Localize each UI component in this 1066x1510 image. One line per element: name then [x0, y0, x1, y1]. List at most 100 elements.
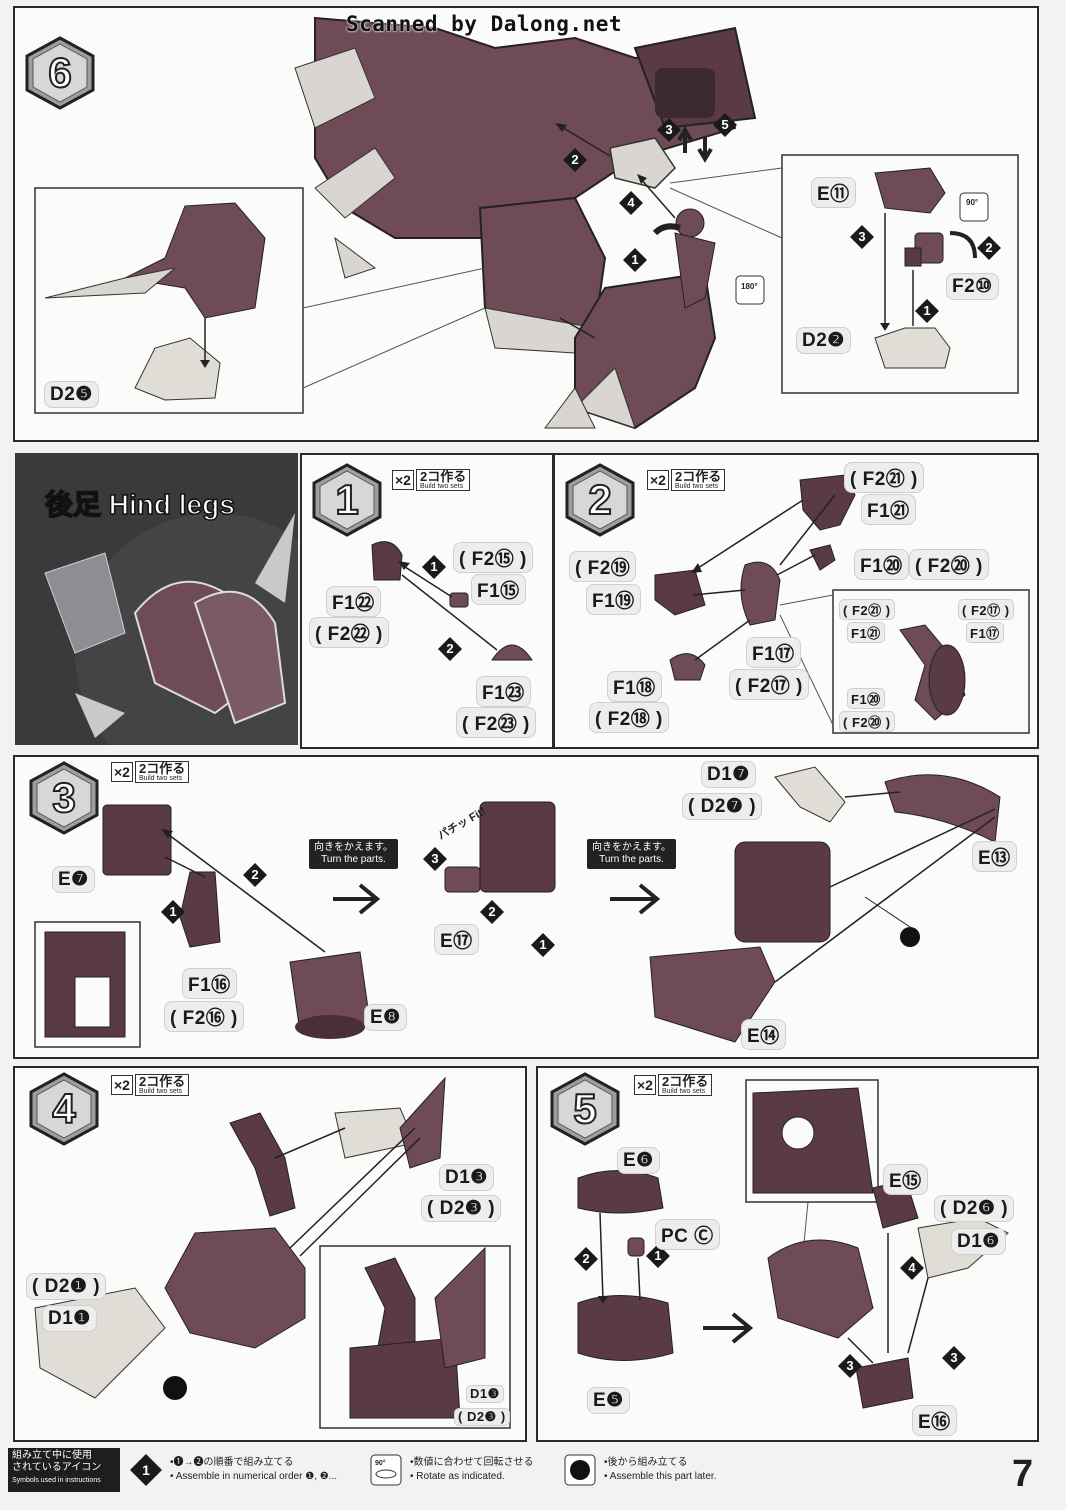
part-label-f123: F1㉓: [477, 677, 530, 706]
legend-later-jp: •後から組み立てる: [604, 1457, 688, 1468]
step-3-mid-order-3: 3: [423, 847, 447, 871]
make-two-en: Build two sets: [419, 483, 464, 490]
step-1-hex-badge: 1: [310, 463, 384, 537]
part-label-e5: E❺: [588, 1388, 629, 1413]
x2-label: ×2: [634, 1075, 656, 1095]
step-4-hex-badge: 4: [27, 1072, 101, 1146]
make-two-jp: 2コ作る: [661, 1074, 709, 1089]
part-label-d17: D1❼: [702, 762, 755, 787]
legend-title: 組み立て中に使用 されているアイコン Symbols used in instr…: [8, 1448, 120, 1492]
step-2-hex-badge: 2: [563, 463, 637, 537]
part-label-d25: D2❺: [45, 382, 98, 407]
inset-label-f220: ( F2⑳ ): [840, 712, 894, 731]
part-label-e13: E⑬: [973, 842, 1016, 871]
step-5-number: 5: [572, 1084, 597, 1133]
turn-jp: 向きをかえます。: [314, 842, 393, 853]
step-5-illustration: [577, 1079, 1009, 1409]
part-label-e7: E❼: [53, 867, 94, 892]
step-6-inset-order-3: 3: [850, 225, 874, 249]
inset-label-f221: ( F2㉑ ): [840, 600, 894, 619]
step-1-order-1: 1: [422, 555, 446, 579]
part-label-f118: F1⑱: [608, 672, 661, 701]
step-2-number: 2: [587, 475, 612, 524]
part-label-f216: ( F2⑯ ): [165, 1002, 243, 1031]
assemble-later-icon: [564, 1454, 596, 1486]
part-label-f210: F2⑩: [947, 274, 998, 299]
part-label-f116: F1⑯: [183, 969, 236, 998]
step-5-right-order-3b: 3: [942, 1346, 966, 1370]
inset-label-f217: ( F2⑰ ): [959, 600, 1013, 619]
legend-later-en: • Assemble this part later.: [604, 1471, 717, 1482]
part-label-e6: E❻: [618, 1148, 659, 1173]
legend-item-order: 1 •❶→❷の順番で組み立てる • Assemble in numerical …: [130, 1448, 360, 1492]
part-label-f221: ( F2㉑ ): [845, 463, 923, 492]
rotate-90-label: 90°: [966, 198, 979, 207]
part-label-d23: ( D2❸ ): [422, 1196, 501, 1221]
x2-label: ×2: [392, 470, 414, 490]
legend-order-jp: •❶→❷の順番で組み立てる: [170, 1457, 294, 1468]
turn-en: Turn the parts.: [321, 854, 386, 865]
turn-parts-note-1: 向きをかえます。Turn the parts.: [309, 839, 398, 869]
step-6-order-5: 5: [713, 113, 737, 137]
step-6-order-3: 3: [657, 118, 681, 142]
part-label-f115: F1⑮: [472, 575, 525, 604]
part-label-d27: ( D2❼ ): [683, 794, 762, 819]
turn-en: Turn the parts.: [599, 854, 664, 865]
step-6-panel: 6 180° 90° 1 2 3 4 5 1 2 3 E⑪ F2⑩ D2❷ D2…: [13, 6, 1039, 442]
part-label-e14: E⑭: [742, 1020, 785, 1049]
legend-rotate-jp: •数値に合わせて回転させる: [410, 1457, 534, 1468]
inset-label-f120: F1⑳: [848, 689, 884, 708]
step-6-order-4: 4: [619, 191, 643, 215]
step-1-order-2: 2: [438, 637, 462, 661]
part-label-e16: E⑯: [913, 1406, 956, 1435]
step-5-hex-badge: 5: [548, 1072, 622, 1146]
part-label-e17: E⑰: [435, 925, 478, 954]
part-label-d13: D1❸: [440, 1165, 493, 1190]
make-two-jp: 2コ作る: [138, 1074, 186, 1089]
step-6-order-1: 1: [623, 248, 647, 272]
x2-label: ×2: [111, 1075, 133, 1095]
step-6-hex-badge: 6: [23, 36, 97, 110]
turn-jp: 向きをかえます。: [592, 842, 671, 853]
svg-text:1: 1: [142, 1462, 150, 1478]
step-6-inset-order-2: 2: [977, 236, 1001, 260]
make-two-jp: 2コ作る: [674, 469, 722, 484]
hind-legs-title-image: 後足 Hind legs: [15, 453, 298, 745]
step-3-mid-order-1: 1: [531, 933, 555, 957]
x2-label: ×2: [647, 470, 669, 490]
part-label-f222: ( F2㉒ ): [310, 618, 388, 647]
part-label-d22: D2❷: [797, 328, 850, 353]
step-5-right-order-3a: 3: [838, 1354, 862, 1378]
x2-label: ×2: [111, 762, 133, 782]
legend-item-later: •後から組み立てる • Assemble this part later.: [564, 1448, 744, 1492]
step-3-number: 3: [51, 773, 76, 822]
part-label-f117: F1⑰: [747, 638, 800, 667]
part-label-f219: ( F2⑲: [570, 552, 636, 581]
part-label-e8: E❽: [365, 1005, 406, 1030]
part-label-f218: ( F2⑱ ): [590, 703, 668, 732]
part-label-d26: ( D2❻ ): [935, 1196, 1014, 1221]
step-3-hex-badge: 3: [27, 761, 101, 835]
step-5-order-1: 1: [646, 1244, 670, 1268]
inset-label-d13: D1❸: [467, 1386, 503, 1402]
step-1-illustration: [371, 541, 533, 661]
inset-label-f121: F1㉑: [848, 623, 884, 642]
legend-title-en: Symbols used in instructions: [12, 1477, 101, 1484]
part-label-f121: F1㉑: [862, 495, 915, 524]
make-two-en: Build two sets: [661, 1088, 706, 1095]
legend-rotate-icon-label: 90°: [375, 1460, 386, 1467]
step-3-illustration: [34, 766, 1001, 1048]
scan-watermark: Scanned by Dalong.net: [346, 12, 623, 36]
part-label-f215: ( F2⑮ ): [454, 543, 532, 572]
step-6-inset-order-1: 1: [915, 299, 939, 323]
step-5-right-order-4: 4: [900, 1256, 924, 1280]
make-two-en: Build two sets: [138, 775, 183, 782]
turn-parts-note-2: 向きをかえます。Turn the parts.: [587, 839, 676, 869]
